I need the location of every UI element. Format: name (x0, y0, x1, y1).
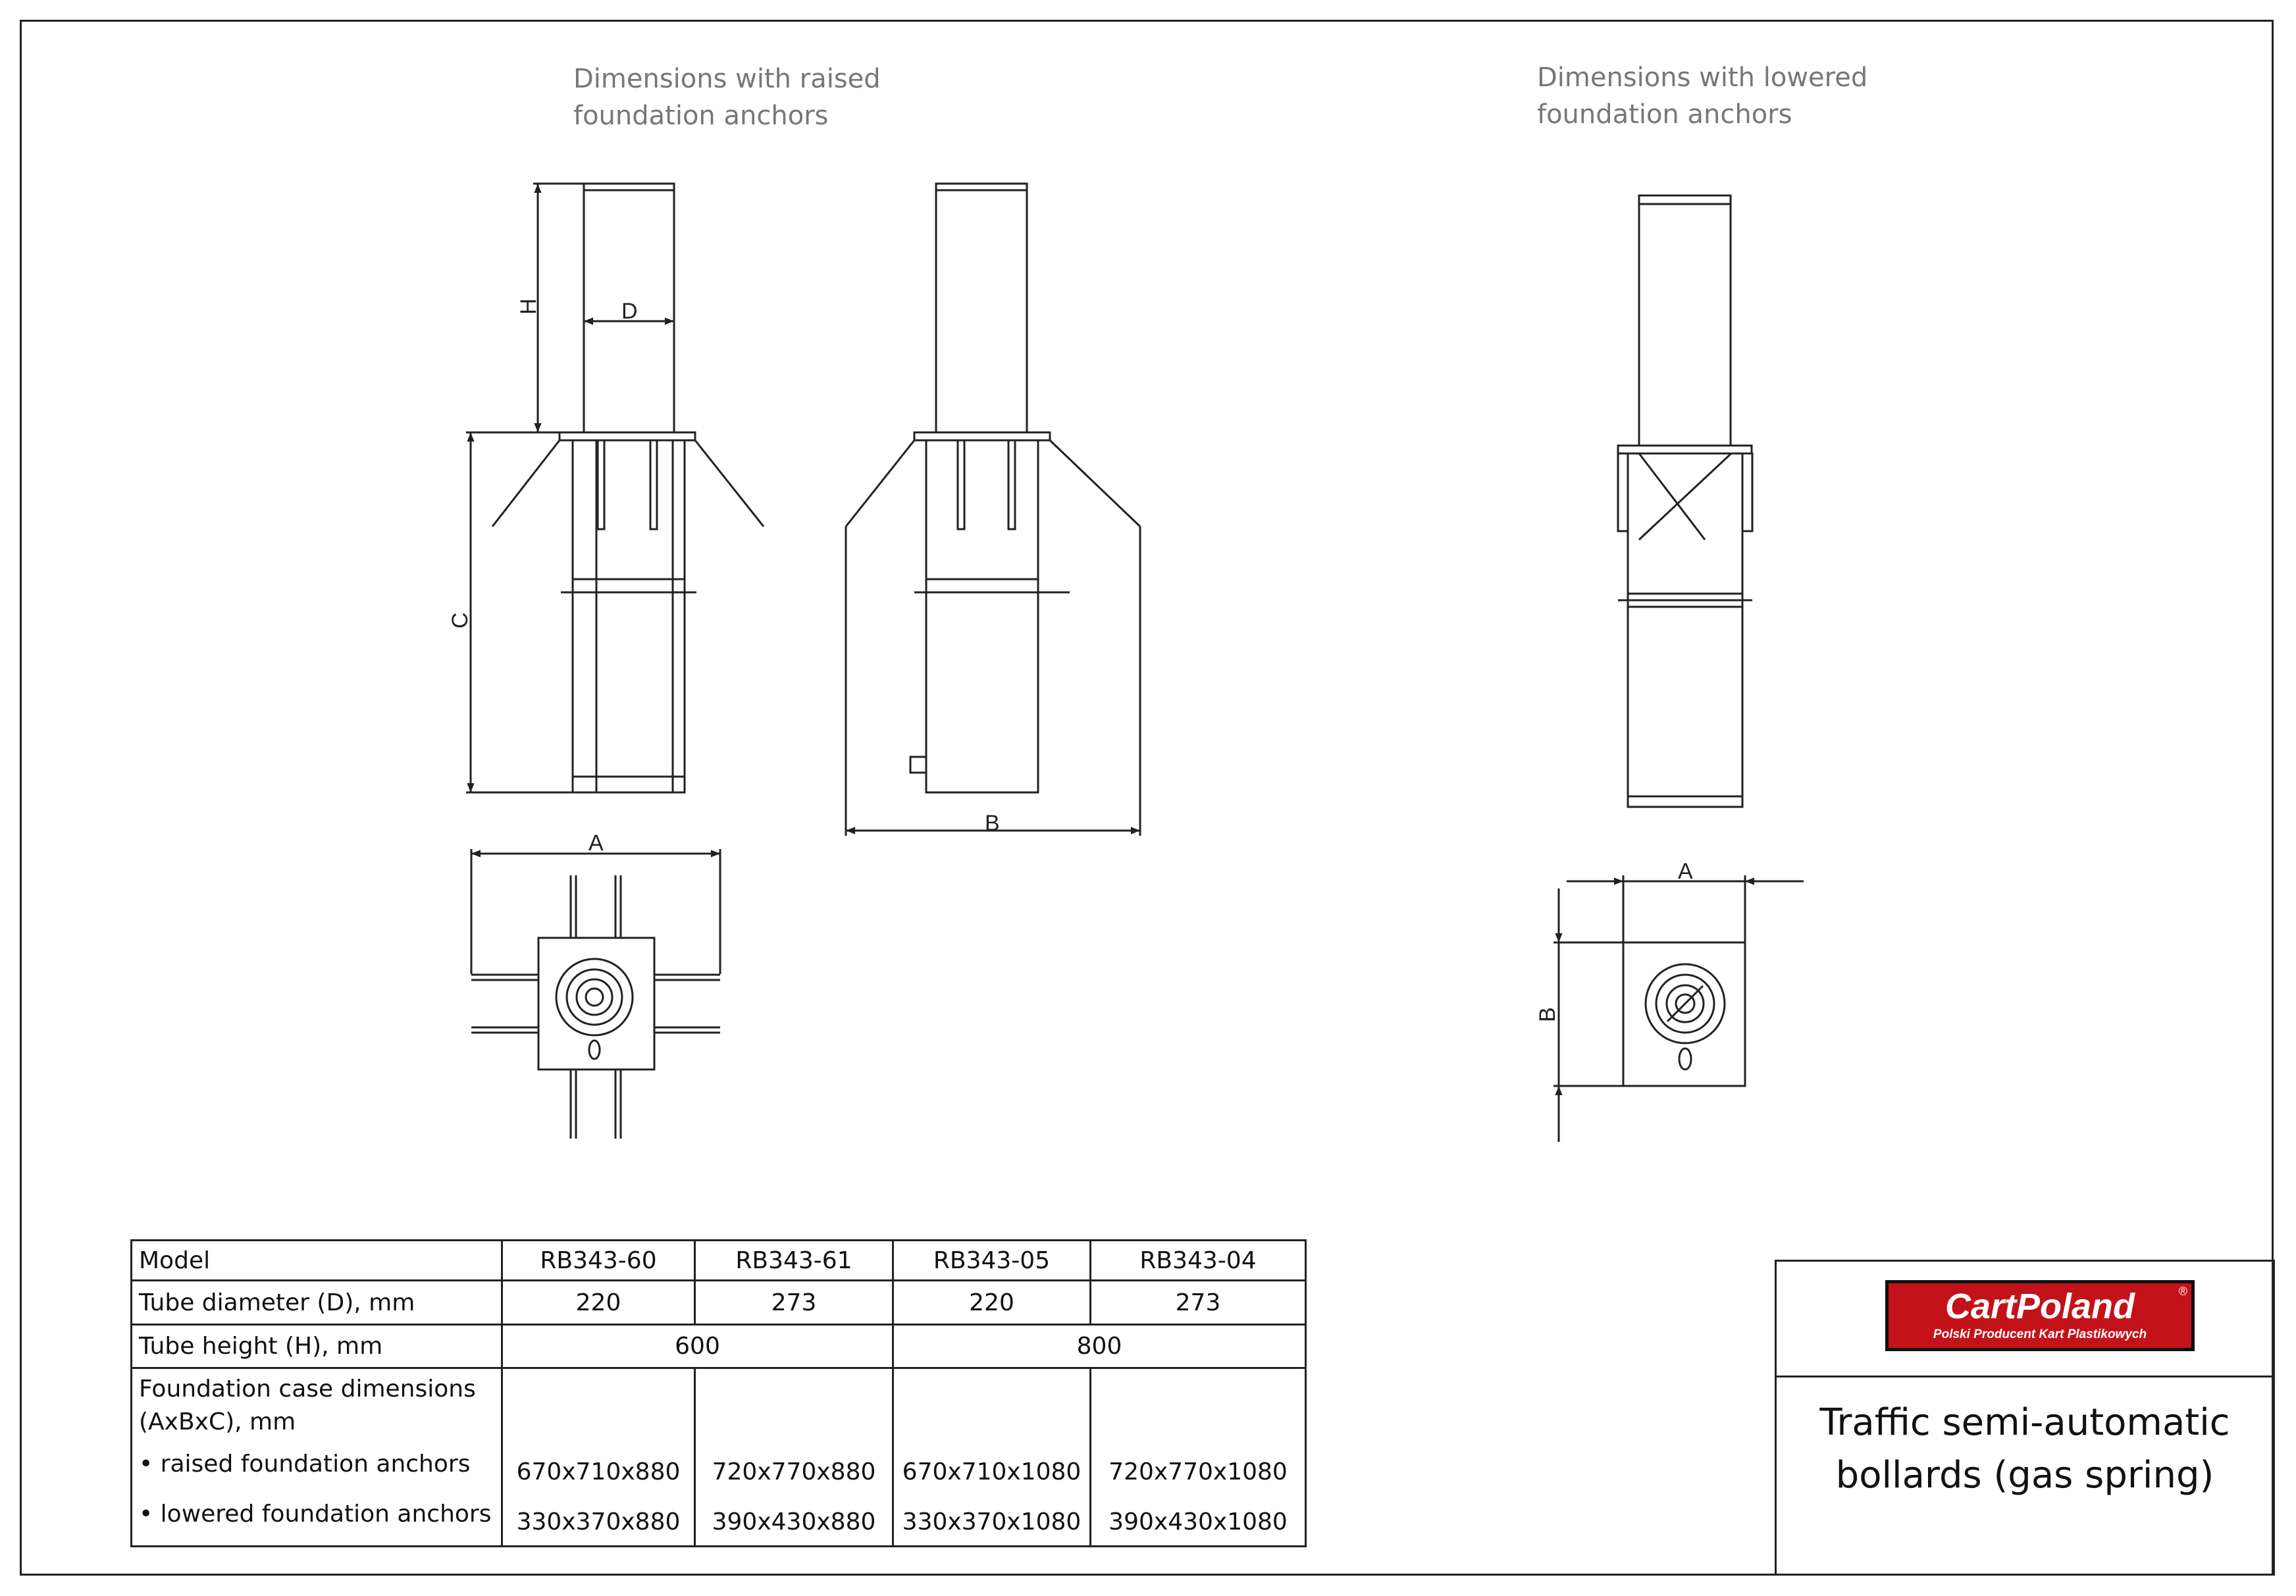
raised-value-1: 670x710x880 (516, 1458, 681, 1485)
cartpoland-logo: CartPoland Polski Producent Kart Plastik… (1885, 1280, 2195, 1351)
table-diameter-4: 273 (1089, 1279, 1307, 1326)
drawing-frame (20, 20, 2274, 1576)
plan-view-raised (471, 875, 720, 1139)
table-row-foundation: Foundation case dimensions (AxBxC), mm •… (130, 1367, 1307, 1547)
lowered-value-4: 390x430x1080 (1109, 1508, 1288, 1535)
table-model-4: RB343-04 (1089, 1239, 1307, 1281)
table-row-height: Tube height (H), mm 600 800 (130, 1324, 1307, 1369)
dim-d-label: D (621, 299, 638, 324)
table-diameter-1: 220 (501, 1279, 696, 1326)
plan-view-lowered (1622, 941, 1746, 1087)
side-view-raised (845, 182, 1141, 794)
table-row-diameter: Tube diameter (D), mm 220 273 220 273 (130, 1279, 1307, 1326)
raised-value-2: 720x770x880 (712, 1458, 876, 1485)
lowered-value-2: 390x430x880 (712, 1508, 876, 1535)
title-block-divider (1777, 1376, 2273, 1377)
table-label-diameter: Tube diameter (D), mm (130, 1279, 503, 1326)
logo-registered-mark: ® (2178, 1285, 2187, 1298)
table-row-model: Model RB343-60 RB343-61 RB343-05 RB343-0… (130, 1239, 1307, 1281)
lowered-anchors-label: • lowered foundation anchors (139, 1501, 492, 1528)
lowered-value-3: 330x370x1080 (902, 1508, 1082, 1535)
table-model-1: RB343-60 (501, 1239, 696, 1281)
dim-a-lowered-label: A (1678, 859, 1693, 884)
title-block: CartPoland Polski Producent Kart Plastik… (1775, 1260, 2275, 1576)
raised-value-4: 720x770x1080 (1109, 1458, 1288, 1485)
logo-main-text: CartPoland (1944, 1287, 2135, 1326)
front-view-lowered (1617, 194, 1754, 808)
table-foundation-2: 720x770x880 390x430x880 (694, 1367, 894, 1547)
table-model-2: RB343-61 (694, 1239, 894, 1281)
dim-b-lowered-label: B (1535, 1007, 1560, 1022)
caption-lowered: Dimensions with lowered foundation ancho… (1537, 63, 1868, 130)
dim-b-label: B (985, 811, 1000, 836)
raised-value-3: 670x710x1080 (902, 1458, 1082, 1485)
table-label-model: Model (130, 1239, 503, 1281)
table-label-foundation: Foundation case dimensions (AxBxC), mm •… (130, 1367, 503, 1547)
foundation-heading: Foundation case dimensions (AxBxC), mm (139, 1376, 476, 1435)
table-label-height: Tube height (H), mm (130, 1324, 503, 1369)
dim-c-label: C (448, 612, 473, 629)
dim-h-label: H (516, 298, 541, 315)
caption-raised: Dimensions with raised foundation anchor… (573, 64, 881, 131)
table-height-2: 800 (892, 1324, 1307, 1369)
front-view-raised (491, 182, 765, 794)
table-model-3: RB343-05 (892, 1239, 1091, 1281)
spec-table: Model RB343-60 RB343-61 RB343-05 RB343-0… (130, 1239, 1307, 1547)
raised-anchors-label: • raised foundation anchors (139, 1451, 471, 1478)
table-height-1: 600 (501, 1324, 894, 1369)
table-foundation-4: 720x770x1080 390x430x1080 (1089, 1367, 1307, 1547)
table-foundation-1: 670x710x880 330x370x880 (501, 1367, 696, 1547)
table-diameter-3: 220 (892, 1279, 1091, 1326)
drawing-title: Traffic semi-automatic bollards (gas spr… (1819, 1401, 2230, 1497)
lowered-value-1: 330x370x880 (516, 1508, 681, 1535)
table-diameter-2: 273 (694, 1279, 894, 1326)
logo-sub-text: Polski Producent Kart Plastikowych (1933, 1327, 2147, 1341)
table-foundation-3: 670x710x1080 330x370x1080 (892, 1367, 1091, 1547)
dim-a-label: A (588, 831, 604, 856)
